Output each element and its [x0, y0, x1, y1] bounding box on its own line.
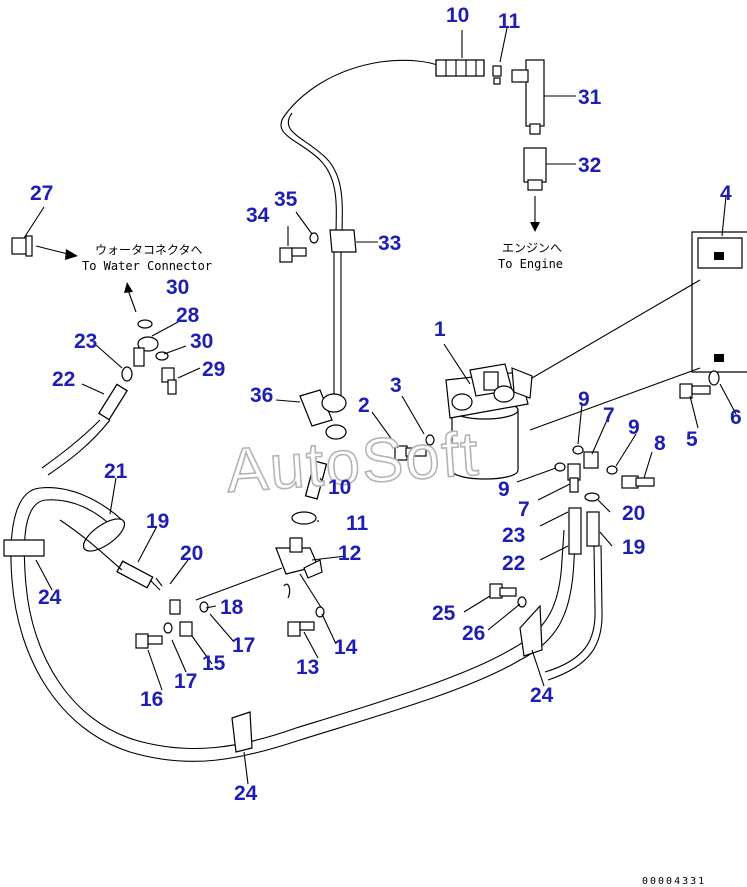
bolt-25 [489, 583, 517, 599]
callout-7-a: 7 [603, 404, 615, 427]
callout-17-lower: 17 [174, 670, 197, 693]
washer-6 [708, 370, 720, 386]
callout-3: 3 [390, 374, 402, 397]
callout-29: 29 [202, 358, 225, 381]
callout-23-right: 23 [502, 524, 525, 547]
watermark: AutoSoft [224, 419, 482, 506]
clip-11-top [492, 65, 502, 85]
callout-19-right: 19 [622, 536, 645, 559]
callout-22-right: 22 [502, 552, 525, 575]
valve-12 [275, 537, 323, 579]
clamp-24-left [3, 539, 45, 557]
callout-14: 14 [334, 636, 358, 659]
return-hose-loop [10, 487, 577, 762]
callout-10-mid: 10 [328, 476, 351, 499]
callout-12: 12 [338, 542, 361, 565]
callout-22-left: 22 [52, 368, 75, 391]
callout-9-b: 9 [628, 416, 640, 439]
callout-11-mid: 11 [346, 512, 369, 535]
callout-34: 34 [246, 204, 270, 227]
callout-9-a: 9 [578, 388, 590, 411]
callout-33: 33 [378, 232, 401, 255]
callout-27: 27 [30, 182, 53, 205]
callout-31: 31 [578, 86, 602, 109]
callout-36: 36 [250, 384, 273, 407]
callout-24-left: 24 [38, 586, 62, 609]
callout-23-left: 23 [74, 330, 97, 353]
callout-28: 28 [176, 304, 200, 327]
callout-10-top: 10 [446, 4, 469, 27]
callout-9-c: 9 [498, 478, 510, 501]
fuel-filter-1 [445, 363, 533, 480]
bolt-5 [679, 383, 711, 399]
bolt-8 [621, 475, 655, 489]
callout-5: 5 [686, 428, 698, 451]
banjo-7 [567, 451, 599, 493]
callout-18: 18 [220, 596, 244, 619]
clamp-24-bottom [231, 711, 253, 753]
bolt-34 [279, 247, 307, 263]
callout-32: 32 [578, 154, 601, 177]
callout-17-upper: 17 [232, 634, 255, 657]
bolt-13 [287, 621, 315, 637]
callout-7-b: 7 [518, 498, 530, 521]
bolt-16 [135, 633, 163, 649]
callout-35: 35 [274, 188, 298, 211]
banjo-28 [133, 336, 159, 367]
callout-21: 21 [104, 460, 128, 483]
bolt-29 [161, 367, 177, 395]
callout-24-right: 24 [530, 684, 554, 707]
note-water-en: To Water Connector [82, 259, 212, 273]
callout-30-lower: 30 [190, 330, 213, 353]
callout-24-bottom: 24 [234, 782, 258, 805]
mounting-bracket-4 [691, 231, 747, 373]
callout-19-left: 19 [146, 510, 169, 533]
left-hose [41, 419, 101, 469]
callout-13: 13 [296, 656, 319, 679]
callout-2: 2 [358, 394, 370, 417]
clip-36 [299, 389, 333, 427]
hose-end-23-right [568, 507, 582, 555]
note-engine-en: To Engine [498, 257, 563, 271]
callout-15: 15 [202, 652, 226, 675]
note-water-jp: ウォータコネクタへ [95, 243, 203, 257]
callout-6: 6 [730, 406, 742, 429]
bolt-2 [394, 445, 427, 461]
hose-band-21 [82, 518, 126, 552]
note-engine-jp: エンジンへ [502, 241, 562, 255]
callout-20-right: 20 [622, 502, 645, 525]
callout-25: 25 [432, 602, 456, 625]
upper-fuel-hose [280, 59, 441, 237]
plug-27 [11, 235, 33, 257]
drawing-code: 00004331 [642, 876, 706, 887]
clamp-33 [329, 229, 357, 253]
callout-16: 16 [140, 688, 163, 711]
callout-11-top: 11 [498, 10, 521, 33]
callout-8: 8 [654, 432, 666, 455]
callout-26: 26 [462, 622, 485, 645]
adapter-32 [523, 147, 547, 191]
callout-30-upper: 30 [166, 276, 189, 299]
callout-1: 1 [434, 318, 446, 341]
tee-fitting-31 [511, 59, 545, 135]
callout-4: 4 [720, 182, 732, 205]
clamp-24-right [519, 604, 543, 657]
callout-20-left: 20 [180, 542, 203, 565]
hose-end-10-top [435, 59, 485, 77]
clip-11-mid [291, 511, 317, 525]
